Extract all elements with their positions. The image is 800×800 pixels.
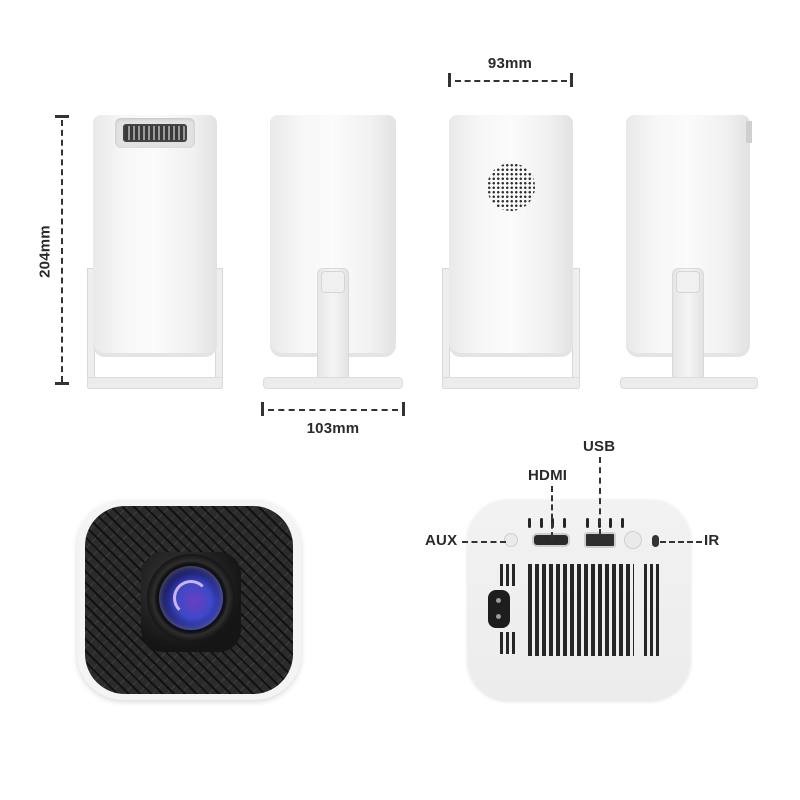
ir-callout-line <box>660 541 702 543</box>
power-pin <box>496 614 501 619</box>
height-dimension-bottom-tick <box>55 382 69 385</box>
right-vent <box>644 564 662 656</box>
width-dimension-line <box>455 80 567 82</box>
projector-back-view <box>468 500 690 700</box>
top-vent <box>123 124 187 142</box>
stand-base <box>263 377 403 389</box>
projector-body <box>449 115 573 357</box>
ir-label: IR <box>704 532 720 549</box>
vent-slot <box>586 518 589 528</box>
width-dimension-right-tick <box>570 73 573 87</box>
speaker-grille-icon <box>487 163 535 211</box>
vent-slot <box>609 518 612 528</box>
power-button <box>624 531 642 549</box>
usb-callout-line <box>599 457 601 535</box>
aux-callout-line <box>462 541 506 543</box>
lens-glint <box>173 580 209 616</box>
projector-view-side-alt <box>620 113 760 393</box>
depth-dimension-left-tick <box>261 402 264 416</box>
projector-view-front <box>85 113 230 393</box>
aux-port <box>504 533 518 547</box>
stand-hinge <box>676 271 700 293</box>
stand-base <box>87 377 223 389</box>
height-dimension-line <box>61 120 63 382</box>
width-dimension-left-tick <box>448 73 451 87</box>
power-socket-icon <box>488 590 510 628</box>
projector-view-back <box>440 113 585 393</box>
depth-dimension-label: 103mm <box>306 420 360 437</box>
stand-base <box>620 377 758 389</box>
vent-slot <box>528 518 531 528</box>
power-pin <box>496 598 501 603</box>
ir-receiver <box>652 535 659 547</box>
hdmi-label: HDMI <box>528 467 568 484</box>
side-notch <box>746 121 752 143</box>
stand-arm-right <box>572 268 580 386</box>
left-vent-bottom <box>500 632 518 654</box>
projector-body <box>93 115 217 357</box>
left-vent-top <box>500 564 518 586</box>
depth-dimension-line <box>268 409 398 411</box>
projector-view-side <box>263 113 403 393</box>
vent-slot <box>621 518 624 528</box>
height-dimension-label: 204mm <box>36 225 54 278</box>
stand-hinge <box>321 271 345 293</box>
vent-slot <box>540 518 543 528</box>
width-dimension-label: 93mm <box>487 55 533 72</box>
usb-label: USB <box>583 438 616 455</box>
hdmi-callout-line <box>551 486 553 538</box>
stand-base <box>442 377 580 389</box>
vent-slot <box>563 518 566 528</box>
aux-label: AUX <box>425 532 458 549</box>
depth-dimension-right-tick <box>402 402 405 416</box>
projector-front-view <box>77 500 301 700</box>
height-dimension-top-tick <box>55 115 69 118</box>
main-vent-grille <box>528 564 634 656</box>
